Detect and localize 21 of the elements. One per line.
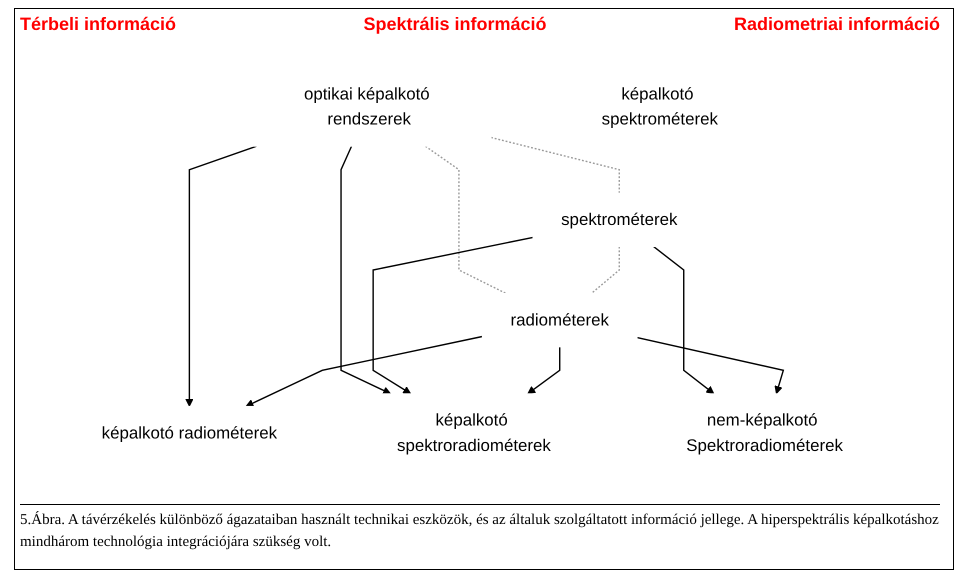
arrow — [185, 146, 257, 407]
axis-label: Radiometriai információ — [734, 14, 940, 35]
arrow — [340, 146, 391, 394]
axis-label: Spektrális információ — [363, 14, 547, 35]
node-text: radiométerek — [510, 310, 609, 330]
node-text: nem-képalkotó Spektroradiométerek — [686, 410, 843, 455]
node-text: képalkotó radiométerek — [102, 423, 278, 442]
node-text: képalkotó spektrométerek — [602, 84, 718, 128]
arrow — [636, 336, 784, 394]
arrow — [653, 246, 714, 394]
arrow — [246, 336, 482, 407]
connector — [591, 246, 620, 294]
node-text: spektrométerek — [561, 210, 678, 229]
arrow — [372, 236, 534, 394]
arrow — [527, 346, 560, 394]
axis-label: Térbeli információ — [20, 14, 176, 35]
node-text: optikai képalkotó rendszerek — [304, 84, 430, 128]
node-text: képalkotó spektroradiométerek — [397, 410, 551, 455]
caption: 5.Ábra. A távérzékelés különböző ágazataiban használt technikai eszközök, és az általuk szolgáltatott információ jellege. A hiperspektrális képalkotáshoz mindhárom technológia integrációjára szükség volt. — [20, 504, 940, 553]
connector — [490, 136, 620, 194]
connector — [425, 146, 506, 294]
